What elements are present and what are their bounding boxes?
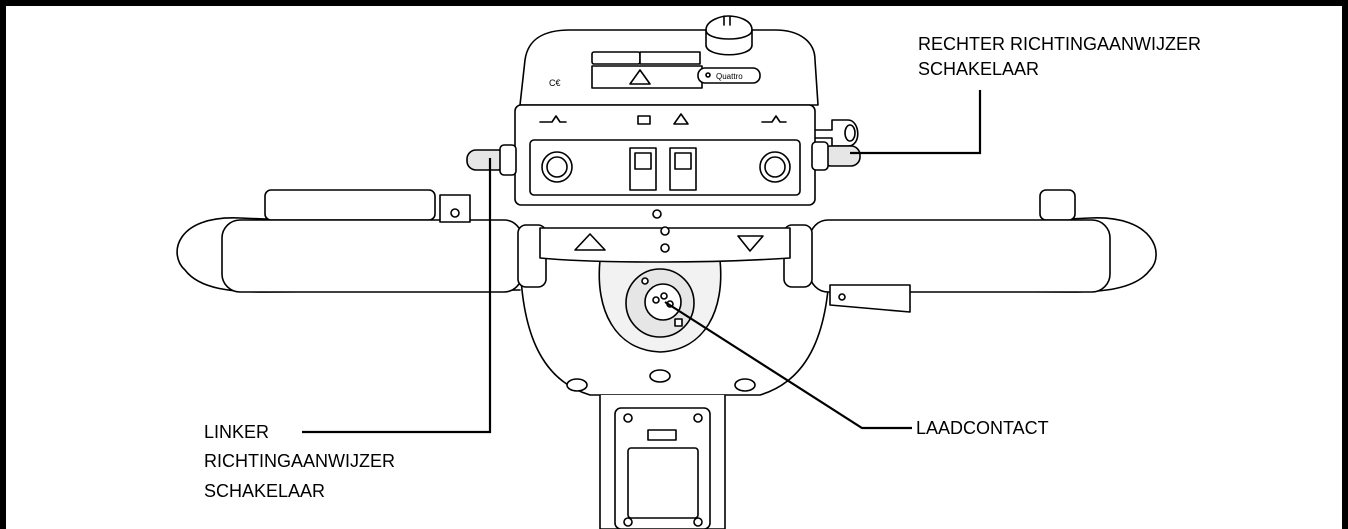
crossbar-hole	[660, 226, 670, 236]
column-hole	[649, 369, 671, 383]
right-switch-label-line1: RECHTER RICHTINGAANWIJZER	[918, 34, 1201, 54]
panel-screw	[652, 209, 662, 219]
column-hole	[566, 378, 588, 392]
battery-gauge	[639, 51, 701, 65]
right-horn-button-inner	[764, 156, 786, 178]
direction-left-arrow	[574, 233, 606, 251]
light-rocker-face	[634, 152, 652, 170]
plate-screw	[693, 517, 703, 527]
switch-panel-face	[529, 139, 801, 196]
battery-latch	[647, 429, 677, 441]
headlight-icon	[637, 115, 651, 125]
socket-pin	[652, 296, 660, 304]
right-side-plate	[829, 284, 911, 313]
bracket-bolt	[450, 208, 460, 218]
right-switch-leader	[850, 90, 982, 155]
hazard-triangle-icon	[673, 113, 689, 125]
socket-pin	[660, 292, 668, 300]
battery-gauge-label	[591, 51, 641, 65]
hazard-rocker-face	[674, 152, 692, 170]
socket-mark	[674, 318, 683, 327]
brand-dot	[705, 72, 711, 78]
column-hole	[734, 378, 756, 392]
plate-screw	[623, 517, 633, 527]
horn-icon	[539, 115, 567, 123]
key-hole	[844, 124, 856, 142]
charger-leader	[664, 301, 912, 430]
battery-plate-inner	[627, 447, 699, 519]
left-switch-label-line3: SCHAKELAAR	[204, 481, 325, 501]
speed-knob-top	[705, 29, 753, 40]
left-indicator-collar	[499, 144, 517, 176]
leader-lines	[302, 90, 982, 434]
socket-mark	[641, 277, 649, 285]
left-grip-back	[264, 189, 436, 221]
speed-knob	[705, 15, 753, 56]
crossbar-hole	[660, 243, 670, 253]
left-horn-button-inner	[546, 156, 568, 178]
right-grip	[809, 219, 1111, 293]
plate-bolt	[838, 293, 846, 301]
left-switch-leader	[302, 158, 492, 434]
right-switch-label-line2: SCHAKELAAR	[918, 59, 1039, 79]
left-grip	[221, 219, 523, 293]
hazard-triangle-icon	[629, 69, 651, 85]
ce-mark: C€	[549, 78, 561, 88]
ignition-key	[807, 119, 859, 147]
plate-screw	[693, 413, 703, 423]
right-indicator-collar	[811, 141, 829, 171]
horn-icon	[761, 115, 787, 123]
left-switch-label-line1: LINKER	[204, 422, 269, 442]
left-switch-label-line2: RICHTINGAANWIJZER	[204, 451, 395, 471]
brand-label-box	[697, 67, 761, 84]
brand-mark: Quattro	[716, 72, 743, 81]
charger-socket	[644, 283, 682, 321]
scooter-illustration	[176, 15, 1157, 529]
charger-label: LAADCONTACT	[916, 418, 1049, 438]
plate-screw	[623, 413, 633, 423]
right-grip-back	[1039, 189, 1076, 221]
direction-right-arrow	[737, 235, 764, 252]
